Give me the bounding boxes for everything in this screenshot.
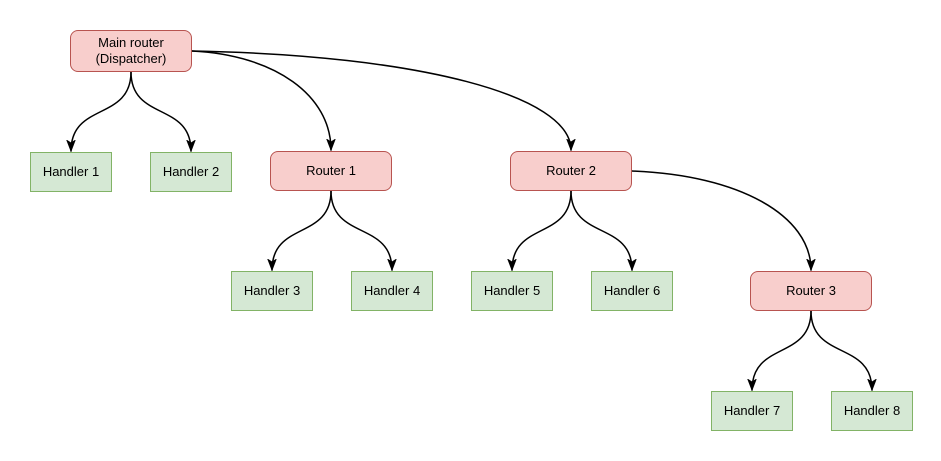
edge-main-router-to-router-1 (191, 50, 331, 150)
edge-router-1-to-handler-3 (272, 190, 332, 270)
edge-main-router-to-handler-2 (130, 71, 191, 151)
node-router-3-label: Router 3 (786, 282, 836, 298)
edge-router-2-to-handler-6 (570, 190, 632, 270)
edge-router-2-to-router-3 (631, 170, 811, 270)
node-handler-1-label: Handler 1 (42, 163, 100, 179)
node-main-router: Main router (Dispatcher) (70, 30, 192, 72)
edge-router-3-to-handler-8 (810, 310, 872, 390)
node-router-2-label: Router 2 (546, 162, 596, 178)
node-router-1: Router 1 (270, 151, 392, 191)
node-handler-2-label: Handler 2 (162, 163, 220, 179)
node-handler-6: Handler 6 (591, 271, 673, 311)
node-handler-7-label: Handler 7 (723, 402, 781, 418)
node-handler-8: Handler 8 (831, 391, 913, 431)
edge-router-2-to-handler-5 (512, 190, 572, 270)
node-router-1-label: Router 1 (306, 162, 356, 178)
node-handler-6-label: Handler 6 (603, 282, 661, 298)
node-handler-4: Handler 4 (351, 271, 433, 311)
node-handler-1: Handler 1 (30, 152, 112, 192)
edge-router-3-to-handler-7 (752, 310, 812, 390)
node-handler-3: Handler 3 (231, 271, 313, 311)
edge-main-router-to-handler-1 (71, 71, 132, 151)
node-handler-5-label: Handler 5 (483, 282, 541, 298)
node-handler-7: Handler 7 (711, 391, 793, 431)
node-router-2: Router 2 (510, 151, 632, 191)
node-handler-3-label: Handler 3 (243, 282, 301, 298)
node-router-3: Router 3 (750, 271, 872, 311)
edge-main-router-to-router-2 (191, 50, 571, 150)
node-handler-2: Handler 2 (150, 152, 232, 192)
edge-router-1-to-handler-4 (330, 190, 392, 270)
node-handler-8-label: Handler 8 (843, 402, 901, 418)
node-handler-4-label: Handler 4 (363, 282, 421, 298)
node-handler-5: Handler 5 (471, 271, 553, 311)
node-main-router-label: Main router (Dispatcher) (95, 34, 167, 66)
